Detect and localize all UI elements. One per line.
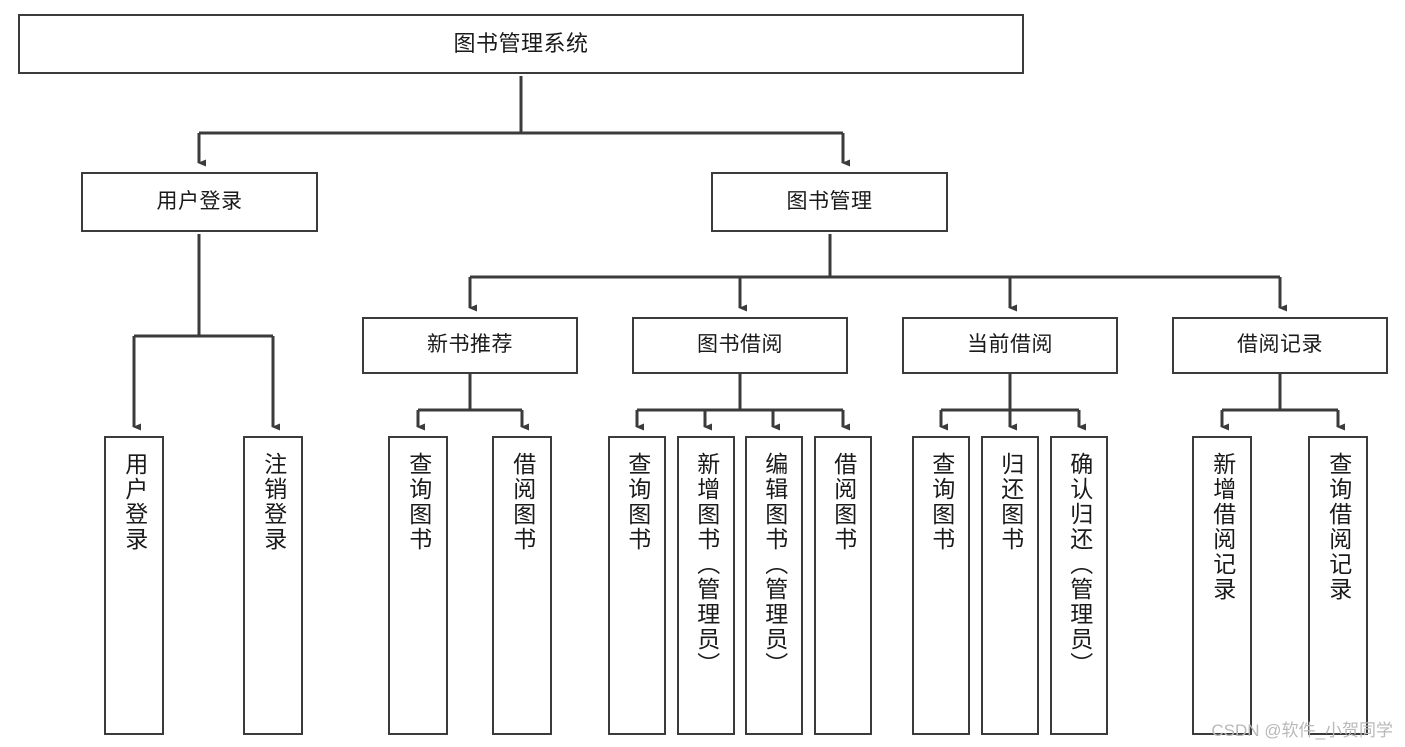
- node-root-label: 图书管理系统: [453, 31, 589, 57]
- node-leaf-logout-login[interactable]: 注销登录: [243, 436, 303, 735]
- node-user-login[interactable]: 用户登录: [81, 172, 318, 232]
- node-book-manage[interactable]: 图书管理: [711, 172, 948, 232]
- node-new-book-recommend-label: 新书推荐: [427, 333, 513, 357]
- node-leaf-query-record[interactable]: 查询借阅记录: [1308, 436, 1368, 735]
- node-book-borrow[interactable]: 图书借阅: [632, 317, 848, 374]
- node-leaf-borrow-book-2[interactable]: 借阅图书: [814, 436, 872, 735]
- node-book-manage-label: 图书管理: [786, 189, 873, 213]
- node-current-borrow-label: 当前借阅: [967, 333, 1053, 357]
- node-leaf-confirm-return[interactable]: 确认归还（管理员）: [1050, 436, 1108, 735]
- node-leaf-query-record-label: 查询借阅记录: [1325, 452, 1352, 602]
- node-leaf-edit-book[interactable]: 编辑图书（管理员）: [745, 436, 803, 735]
- node-current-borrow[interactable]: 当前借阅: [902, 317, 1118, 374]
- node-leaf-confirm-return-label: 确认归还（管理员）: [1066, 452, 1093, 677]
- node-new-book-recommend[interactable]: 新书推荐: [362, 317, 578, 374]
- node-leaf-borrow-book-2-label: 借阅图书: [830, 452, 857, 552]
- node-user-login-label: 用户登录: [156, 189, 243, 213]
- node-root[interactable]: 图书管理系统: [18, 14, 1024, 74]
- node-leaf-query-book-1-label: 查询图书: [405, 452, 432, 552]
- node-leaf-add-record-label: 新增借阅记录: [1209, 452, 1236, 602]
- node-leaf-query-book-3-label: 查询图书: [928, 452, 955, 552]
- node-leaf-user-login-label: 用户登录: [121, 452, 148, 552]
- node-leaf-edit-book-label: 编辑图书（管理员）: [761, 452, 788, 677]
- node-leaf-user-login[interactable]: 用户登录: [104, 436, 164, 735]
- node-leaf-add-record[interactable]: 新增借阅记录: [1192, 436, 1252, 735]
- node-book-borrow-label: 图书借阅: [697, 333, 783, 357]
- node-leaf-return-book-label: 归还图书: [997, 452, 1024, 552]
- node-borrow-record-label: 借阅记录: [1237, 333, 1323, 357]
- node-leaf-add-book[interactable]: 新增图书（管理员）: [677, 436, 735, 735]
- watermark-text: CSDN @软件_小贺同学: [1211, 721, 1393, 740]
- node-leaf-query-book-1[interactable]: 查询图书: [388, 436, 448, 735]
- node-leaf-query-book-2-label: 查询图书: [624, 452, 651, 552]
- node-leaf-query-book-3[interactable]: 查询图书: [912, 436, 970, 735]
- node-borrow-record[interactable]: 借阅记录: [1172, 317, 1388, 374]
- node-leaf-return-book[interactable]: 归还图书: [981, 436, 1039, 735]
- node-leaf-query-book-2[interactable]: 查询图书: [608, 436, 666, 735]
- node-leaf-add-book-label: 新增图书（管理员）: [693, 452, 720, 677]
- node-leaf-borrow-book-1[interactable]: 借阅图书: [492, 436, 552, 735]
- node-leaf-borrow-book-1-label: 借阅图书: [509, 452, 536, 552]
- node-leaf-logout-login-label: 注销登录: [260, 452, 287, 552]
